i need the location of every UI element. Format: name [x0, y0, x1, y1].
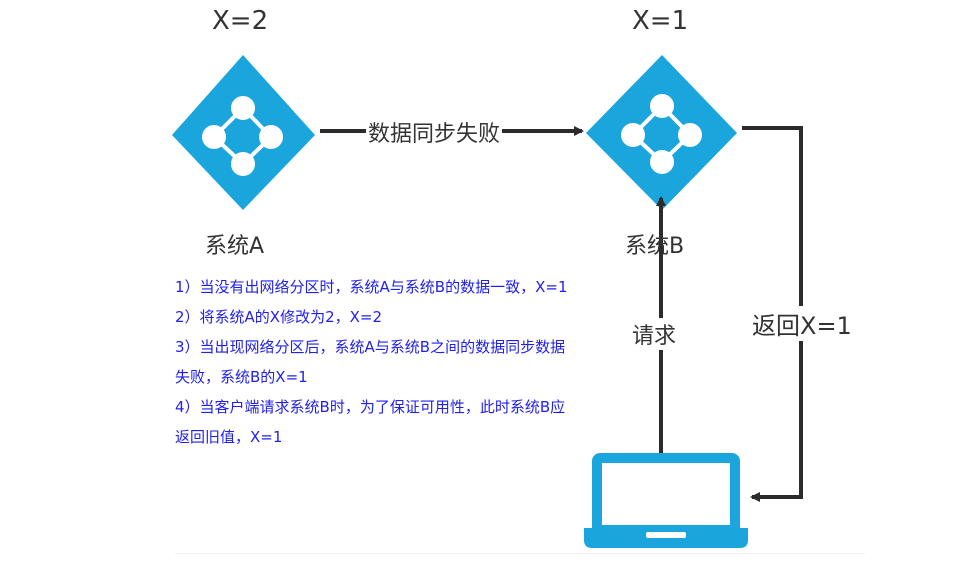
- system-b-name-label: 系统B: [625, 234, 685, 259]
- request-arrow-label: 请求: [630, 318, 679, 350]
- laptop-icon: [584, 453, 748, 548]
- sync-arrow-label: 数据同步失败: [366, 116, 503, 148]
- bottom-divider: [175, 553, 865, 554]
- note-item: 4）当客户端请求系统B时，为了保证可用性，此时系统B应返回旧值，X=1: [175, 398, 566, 446]
- system-a-value-label: X=2: [212, 6, 269, 36]
- notes-list: 1）当没有出网络分区时，系统A与系统B的数据一致，X=1 2）将系统A的X修改为…: [175, 272, 580, 452]
- network-node-icon: [202, 96, 283, 176]
- system-a-name-label: 系统A: [205, 234, 265, 259]
- system-b-node: [586, 55, 737, 210]
- note-item: 3）当出现网络分区后，系统A与系统B之间的数据同步数据失败，系统B的X=1: [175, 338, 566, 386]
- response-arrow-label: 返回X=1: [750, 306, 854, 341]
- system-b-value-label: X=1: [632, 6, 689, 36]
- note-item: 2）将系统A的X修改为2，X=2: [175, 308, 383, 326]
- network-node-icon: [621, 94, 702, 174]
- system-a-node: [172, 55, 315, 210]
- note-item: 1）当没有出网络分区时，系统A与系统B的数据一致，X=1: [175, 278, 568, 296]
